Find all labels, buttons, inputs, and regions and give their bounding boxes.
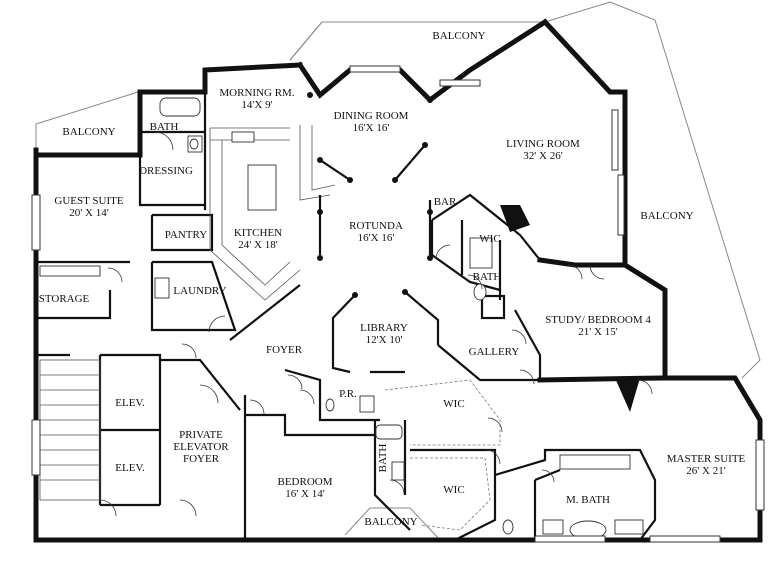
morning-room-name: MORNING RM. <box>219 87 295 99</box>
bath-top-label: BATH <box>149 121 179 133</box>
door-swings <box>99 131 653 517</box>
gallery-label: GALLERY <box>468 346 520 358</box>
bedroom-dim: 16' X 14' <box>285 488 325 500</box>
master-suite-name: MASTER SUITE <box>666 453 746 465</box>
balcony-railings <box>35 1 761 541</box>
balcony-left-label: BALCONY <box>62 126 116 138</box>
guest-suite-label: GUEST SUITE 20' X 14' <box>54 195 123 219</box>
kitchen-label: KITCHEN 24' X 18' <box>234 227 282 251</box>
library-label: LIBRARY 12'X 10' <box>360 322 408 346</box>
wic-3-label: WIC <box>443 484 465 496</box>
rotunda-name: ROTUNDA <box>349 220 403 232</box>
morning-room-label: MORNING RM. 14'X 9' <box>219 87 294 111</box>
elev-1-label: ELEV. <box>115 397 145 409</box>
interior-walls <box>36 92 657 541</box>
guest-suite-name: GUEST SUITE <box>54 195 124 207</box>
dressing-label: DRESSING <box>139 165 193 177</box>
dining-room-name: DINING ROOM <box>333 110 409 122</box>
balcony-right-label: BALCONY <box>640 210 694 222</box>
private-elevator-foyer-label: PRIVATE ELEVATOR FOYER <box>173 429 228 465</box>
column-dots <box>307 92 433 298</box>
private-elevator-foyer-line3: FOYER <box>182 453 220 465</box>
library-name: LIBRARY <box>360 322 408 334</box>
stair-treads <box>40 374 100 481</box>
balcony-top-label: BALCONY <box>432 30 486 42</box>
dining-room-dim: 16'X 16' <box>352 122 390 134</box>
bar-label: BAR <box>433 196 457 208</box>
pantry-label: PANTRY <box>164 229 208 241</box>
m-bath-label: M. BATH <box>565 494 611 506</box>
study-label: STUDY/ BEDROOM 4 21' X 15' <box>545 314 651 338</box>
wic-2-label: WIC <box>443 398 465 410</box>
balcony-bottom-label: BALCONY <box>364 516 418 528</box>
foyer-label: FOYER <box>265 344 303 356</box>
bath-mid-label: BATH <box>472 271 502 283</box>
morning-room-dim: 14'X 9' <box>241 99 273 111</box>
wic-1-label: WIC <box>479 233 501 245</box>
guest-suite-dim: 20' X 14' <box>69 207 109 219</box>
kitchen-dim: 24' X 18' <box>238 239 278 251</box>
bedroom-name: BEDROOM <box>277 476 333 488</box>
rotunda-dim: 16'X 16' <box>357 232 395 244</box>
master-suite-label: MASTER SUITE 26' X 21' <box>667 453 746 477</box>
library-dim: 12'X 10' <box>365 334 403 346</box>
living-room-label: LIVING ROOM 32' X 26' <box>506 138 580 162</box>
laundry-label: LAUNDRY <box>173 285 227 297</box>
windows <box>31 65 765 543</box>
bedroom-label: BEDROOM 16' X 14' <box>277 476 332 500</box>
elev-2-label: ELEV. <box>115 462 145 474</box>
storage-label: STORAGE <box>38 293 90 305</box>
master-suite-dim: 26' X 21' <box>686 465 726 477</box>
bath-vertical-label: BATH <box>377 443 389 473</box>
living-room-dim: 32' X 26' <box>523 150 563 162</box>
pr-label: P.R. <box>339 388 357 400</box>
study-dim: 21' X 15' <box>578 326 618 338</box>
kitchen-name: KITCHEN <box>233 227 283 239</box>
study-name: STUDY/ BEDROOM 4 <box>545 314 651 326</box>
living-room-name: LIVING ROOM <box>506 138 580 150</box>
private-elevator-foyer-line2: ELEVATOR <box>173 441 229 453</box>
fixtures <box>39 97 644 540</box>
private-elevator-foyer-line1: PRIVATE <box>179 429 223 441</box>
rotunda-label: ROTUNDA 16'X 16' <box>349 220 403 244</box>
dining-room-label: DINING ROOM 16'X 16' <box>334 110 409 134</box>
